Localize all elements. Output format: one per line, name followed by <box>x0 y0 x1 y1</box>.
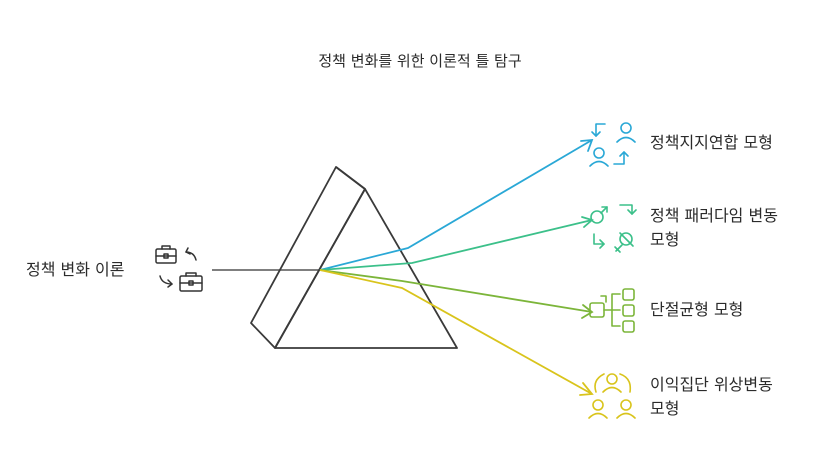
output-beams <box>319 139 593 395</box>
beam-punctuated <box>319 269 593 313</box>
output-label-paradigm: 정책 패러다임 변동 모형 <box>650 206 778 249</box>
output-label-acf: 정책지지연합 모형 <box>650 133 773 152</box>
arrow-heads <box>579 138 594 396</box>
people-swap-icon <box>589 122 636 167</box>
gender-swap-icon <box>590 204 637 253</box>
prism <box>250 166 458 349</box>
output-label-punctuated: 단절균형 모형 <box>650 300 744 319</box>
beam-paradigm <box>319 219 593 271</box>
page-title: 정책 변화를 위한 이론적 틀 탐구 <box>318 52 522 70</box>
briefcase-swap-icon <box>155 245 203 292</box>
group-cycle-icon <box>588 373 636 419</box>
branching-blocks-icon <box>589 288 635 333</box>
beam-acf <box>319 139 593 271</box>
output-label-interest: 이익집단 위상변동 모형 <box>650 375 773 418</box>
input-label: 정책 변화 이론 <box>26 260 125 279</box>
beam-interest <box>319 269 593 395</box>
